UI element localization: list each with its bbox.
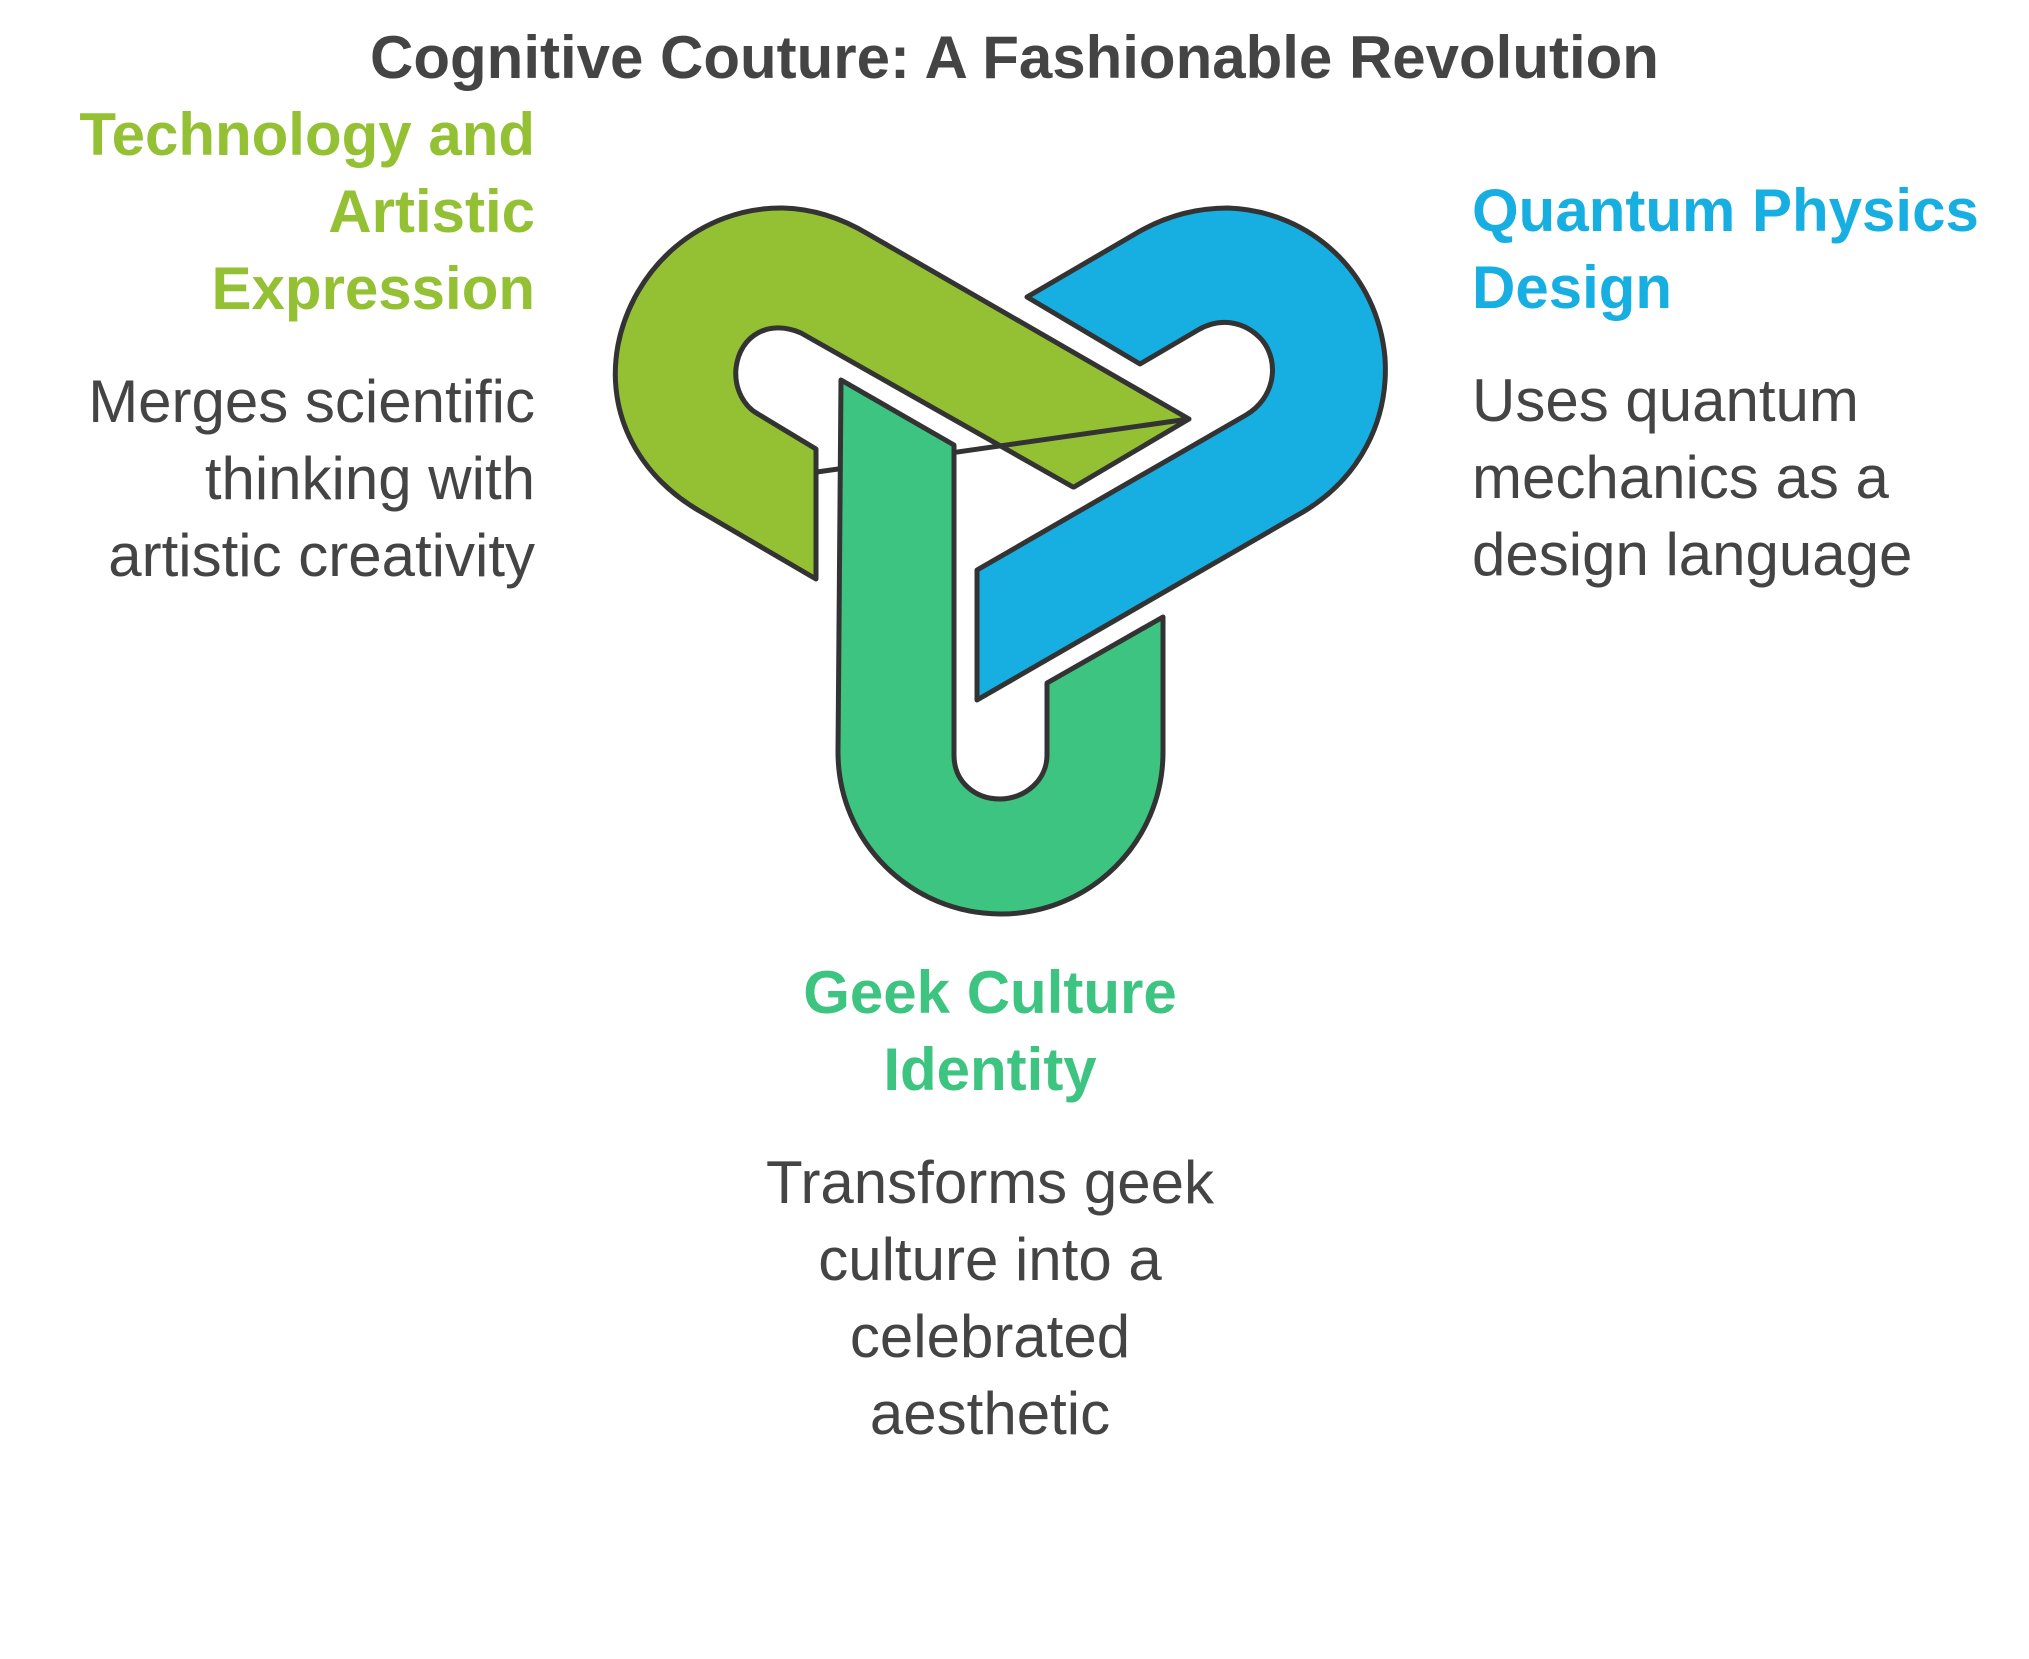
- geek-heading-line: Geek Culture: [803, 959, 1177, 1026]
- quantum-heading-line: Design: [1472, 254, 1673, 321]
- technology-heading-line: Technology and: [79, 101, 535, 168]
- geek-description: Transforms geek culture into a celebrate…: [700, 1144, 1280, 1452]
- technology-heading-line: Expression: [211, 255, 535, 322]
- technology-heading: Technology and Artistic Expression: [20, 96, 535, 327]
- quantum-description-line: mechanics as a: [1472, 444, 1889, 511]
- quantum-description: Uses quantum mechanics as a design langu…: [1472, 362, 2012, 593]
- teal-link-shape: [835, 377, 1166, 917]
- geek-heading-line: Identity: [883, 1036, 1097, 1103]
- geek-heading: Geek Culture Identity: [700, 954, 1280, 1108]
- technology-heading-line: Artistic: [328, 178, 535, 245]
- quantum-description-line: design language: [1472, 521, 1913, 588]
- page-title: Cognitive Couture: A Fashionable Revolut…: [370, 24, 1659, 91]
- technology-description-line: thinking with: [204, 445, 535, 512]
- quantum-heading: Quantum Physics Design: [1472, 172, 2012, 326]
- geek-description-line: culture into a: [818, 1226, 1162, 1293]
- geek-description-line: Transforms geek: [766, 1149, 1214, 1216]
- geek-description-line: aesthetic: [869, 1380, 1111, 1447]
- geek-description-line: celebrated: [849, 1303, 1131, 1370]
- technology-description-line: Merges scientific: [88, 368, 535, 435]
- quantum-description-line: Uses quantum: [1472, 367, 1859, 434]
- technology-section: Technology and Artistic Expression Merge…: [20, 96, 535, 594]
- quantum-heading-line: Quantum Physics: [1472, 177, 1979, 244]
- quantum-section: Quantum Physics Design Uses quantum mech…: [1472, 172, 2012, 593]
- green-link-shape: [612, 205, 1192, 582]
- technology-description: Merges scientific thinking with artistic…: [20, 363, 535, 594]
- geek-section: Geek Culture Identity Transforms geek cu…: [700, 954, 1280, 1452]
- blue-link-shape: [974, 205, 1388, 703]
- technology-description-line: artistic creativity: [108, 522, 535, 589]
